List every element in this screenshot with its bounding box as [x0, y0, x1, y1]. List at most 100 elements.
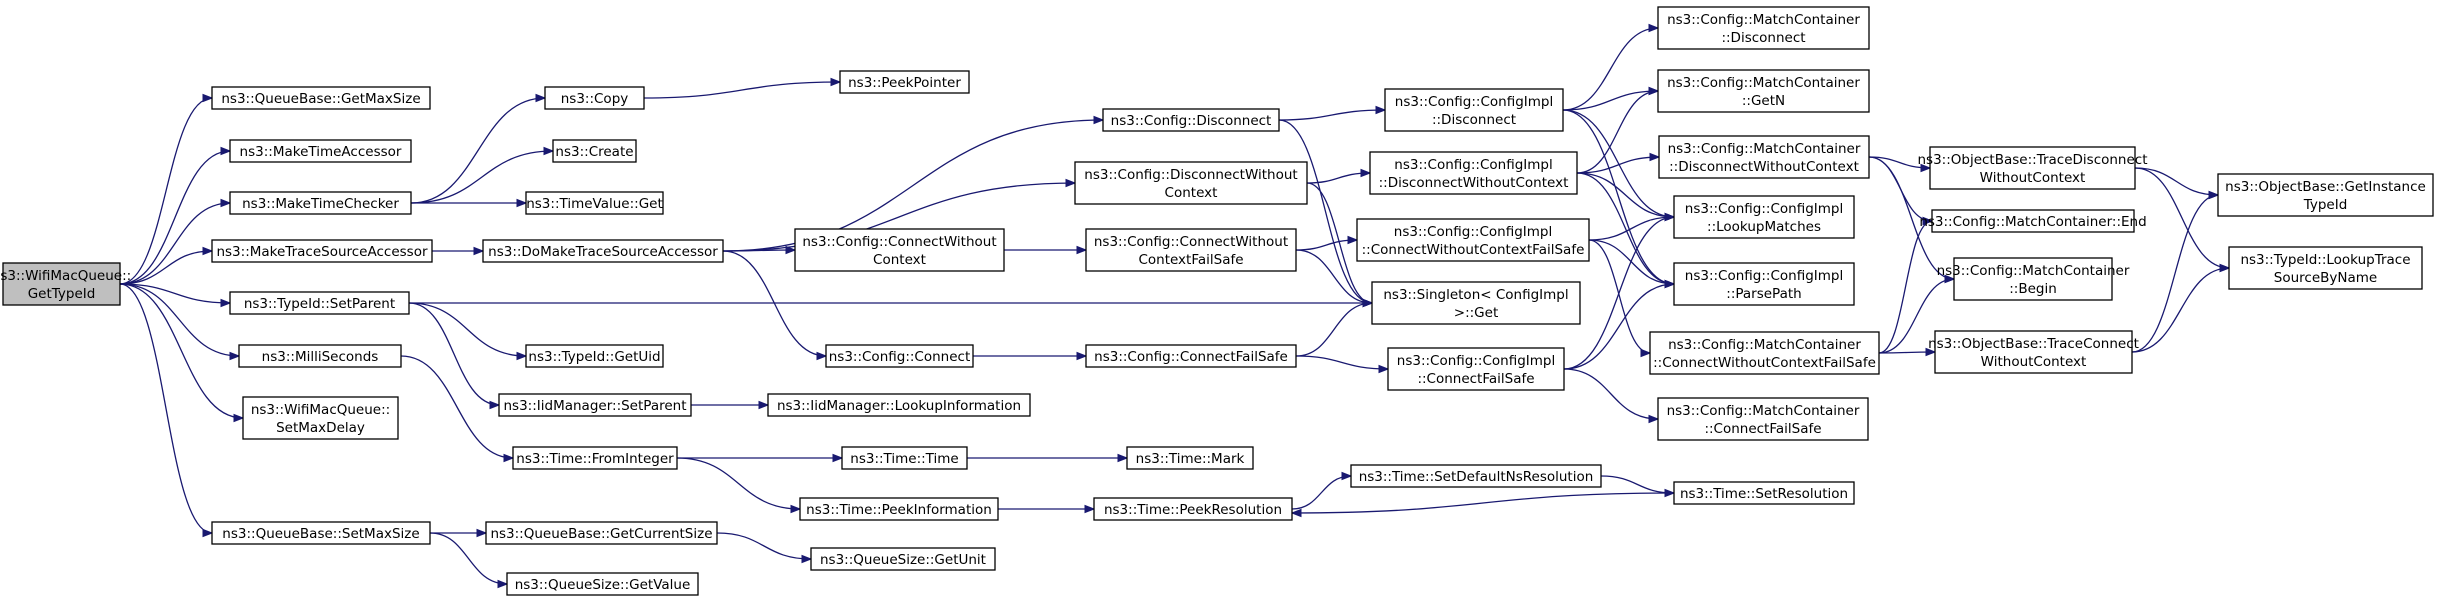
node-ci_lookup[interactable]: ns3::Config::ConfigImpl::LookupMatches	[1673, 195, 1855, 239]
node-ci_connwcfs[interactable]: ns3::Config::ConfigImpl::ConnectWithoutC…	[1356, 218, 1590, 262]
node-mta[interactable]: ns3::MakeTimeAccessor	[229, 139, 412, 163]
node-qb_getcur[interactable]: ns3::QueueBase::GetCurrentSize	[485, 521, 718, 545]
node-cfg_connwcfs[interactable]: ns3::Config::ConnectWithoutContextFailSa…	[1085, 228, 1297, 272]
edge-root-to-qb_getmax	[119, 93, 214, 285]
node-tv_get[interactable]: ns3::TimeValue::Get	[525, 191, 664, 215]
node-ci_disc[interactable]: ns3::Config::ConfigImpl::Disconnect	[1384, 88, 1564, 132]
node-mc_getn[interactable]: ns3::Config::MatchContainer::GetN	[1657, 69, 1870, 113]
edge-line	[1868, 156, 1955, 280]
edge-arrowhead	[1076, 351, 1088, 361]
edge-line	[1576, 172, 1675, 218]
node-tid_setparent[interactable]: ns3::TypeId::SetParent	[229, 291, 410, 315]
edge-cfg_connwcfs-to-ci_connwcfs	[1295, 235, 1359, 251]
node-qb_setmax[interactable]: ns3::QueueBase::SetMaxSize	[211, 521, 431, 545]
edge-time_time-to-time_mark	[966, 453, 1129, 463]
node-mtsa[interactable]: ns3::MakeTraceSourceAccessor	[211, 239, 433, 263]
edge-line	[1600, 475, 1675, 494]
node-time_fromint[interactable]: ns3::Time::FromInteger	[512, 446, 678, 470]
edge-arrowhead	[801, 554, 813, 564]
node-label: ::ConnectFailSafe	[1417, 371, 1534, 387]
edge-line	[400, 355, 514, 459]
edge-line	[408, 302, 500, 406]
edge-time_setres-to-time_peekres	[1290, 492, 1675, 518]
node-time_setdefns[interactable]: ns3::Time::SetDefaultNsResolution	[1350, 464, 1602, 488]
node-box	[1673, 195, 1855, 239]
node-cfg_connwc[interactable]: ns3::Config::ConnectWithoutContext	[794, 228, 1005, 272]
edge-arrowhead	[476, 528, 488, 538]
node-dmtsa[interactable]: ns3::DoMakeTraceSourceAccessor	[482, 239, 724, 263]
node-box	[211, 521, 431, 545]
node-cfg_discwc[interactable]: ns3::Config::DisconnectWithoutContext	[1074, 161, 1308, 205]
node-create[interactable]: ns3::Create	[552, 139, 637, 163]
node-box	[1356, 218, 1590, 262]
node-mc_discwc[interactable]: ns3::Config::MatchContainer::DisconnectW…	[1658, 135, 1870, 179]
node-ci_connfs[interactable]: ns3::Config::ConfigImpl::ConnectFailSafe	[1387, 347, 1565, 391]
node-mc_connfs[interactable]: ns3::Config::MatchContainer::ConnectFail…	[1657, 397, 1869, 441]
node-mc_begin[interactable]: ns3::Config::MatchContainer::Begin	[1937, 257, 2130, 301]
node-cfg_connfs[interactable]: ns3::Config::ConnectFailSafe	[1085, 344, 1297, 368]
edge-line	[119, 283, 240, 357]
node-qs_getvalue[interactable]: ns3::QueueSize::GetValue	[506, 572, 699, 596]
node-qb_getmax[interactable]: ns3::QueueBase::GetMaxSize	[211, 86, 431, 110]
node-ci_parse[interactable]: ns3::Config::ConfigImpl::ParsePath	[1673, 262, 1855, 306]
edge-mc_discwc-to-ob_tdwc	[1868, 156, 1932, 173]
node-label: SetMaxDelay	[276, 420, 365, 436]
edge-arrowhead	[1341, 471, 1353, 481]
node-label: WithoutContext	[1980, 170, 2086, 186]
node-time_time[interactable]: ns3::Time::Time	[841, 446, 968, 470]
node-mtc[interactable]: ns3::MakeTimeChecker	[229, 191, 412, 215]
node-peekpointer[interactable]: ns3::PeekPointer	[839, 70, 970, 94]
edge-ci_discwc-to-mc_getn	[1576, 86, 1660, 174]
edge-root-to-qb_setmax	[119, 283, 214, 538]
node-label: ns3::Config::Disconnect	[1111, 113, 1272, 129]
node-cfg_disc[interactable]: ns3::Config::Disconnect	[1102, 108, 1280, 132]
node-ci_discwc[interactable]: ns3::Config::ConfigImpl::DisconnectWitho…	[1369, 151, 1578, 195]
node-tid_getuid[interactable]: ns3::TypeId::GetUid	[525, 344, 664, 368]
edges-layer	[119, 23, 2231, 589]
node-singleton[interactable]: ns3::Singleton< ConfigImpl >::Get	[1371, 281, 1581, 325]
node-label: ::Disconnect	[1432, 112, 1516, 128]
node-iid_setparent[interactable]: ns3::IidManager::SetParent	[498, 393, 692, 417]
node-label: ns3::Config::ConfigImpl	[1394, 224, 1552, 240]
node-time_mark[interactable]: ns3::Time::Mark	[1126, 446, 1254, 470]
edge-time_peekinfo-to-time_peekres	[997, 504, 1096, 514]
node-label: ns3::TimeValue::Get	[526, 196, 663, 212]
node-time_setres[interactable]: ns3::Time::SetResolution	[1673, 481, 1855, 505]
edge-line	[410, 97, 546, 204]
node-time_peekres[interactable]: ns3::Time::PeekResolution	[1093, 497, 1293, 521]
node-box	[211, 86, 431, 110]
edge-root-to-mta	[119, 146, 232, 285]
node-mc_connwcfs[interactable]: ns3::Config::MatchContainer::ConnectWith…	[1649, 331, 1880, 375]
edge-arrowhead	[220, 146, 232, 156]
node-label: ns3::Config::MatchContainer::End	[1919, 214, 2146, 230]
node-cfg_conn[interactable]: ns3::Config::Connect	[825, 344, 974, 368]
node-copy[interactable]: ns3::Copy	[544, 86, 645, 110]
edge-arrowhead	[473, 246, 485, 256]
node-label: ns3::IidManager::SetParent	[504, 398, 687, 414]
node-qs_getunit[interactable]: ns3::QueueSize::GetUnit	[810, 547, 996, 571]
node-ob_tdwc[interactable]: ns3::ObjectBase::TraceDisconnectWithoutC…	[1917, 146, 2148, 190]
node-label: ns3::Config::DisconnectWithout	[1084, 167, 1297, 183]
node-iid_lookupinfo[interactable]: ns3::IidManager::LookupInformation	[767, 393, 1031, 417]
edge-mc_connwcfs-to-mc_end	[1878, 216, 1934, 354]
node-box	[1350, 464, 1602, 488]
edge-arrowhead	[816, 351, 828, 361]
node-mc_end[interactable]: ns3::Config::MatchContainer::End	[1919, 209, 2147, 233]
node-ob_tcwc[interactable]: ns3::ObjectBase::TraceConnectWithoutCont…	[1928, 330, 2139, 374]
node-label: ns3::Create	[555, 144, 633, 160]
edge-line	[1291, 492, 1675, 514]
node-box	[1934, 330, 2133, 374]
node-label: ns3::Config::Connect	[829, 349, 971, 365]
node-root[interactable]: ns3::WifiMacQueue::GetTypeId	[0, 262, 131, 306]
edge-root-to-mtsa	[119, 246, 214, 285]
node-ms[interactable]: ns3::MilliSeconds	[238, 344, 402, 368]
node-label: ns3::TypeId::LookupTrace	[2240, 252, 2410, 268]
node-wmq_smd[interactable]: ns3::WifiMacQueue::SetMaxDelay	[242, 396, 399, 440]
node-time_peekinfo[interactable]: ns3::Time::PeekInformation	[799, 497, 999, 521]
node-label: ns3::IidManager::LookupInformation	[777, 398, 1021, 414]
node-mc_disc[interactable]: ns3::Config::MatchContainer::Disconnect	[1657, 6, 1870, 50]
node-label: ::DisconnectWithoutContext	[1669, 159, 1859, 175]
node-box	[552, 139, 637, 163]
